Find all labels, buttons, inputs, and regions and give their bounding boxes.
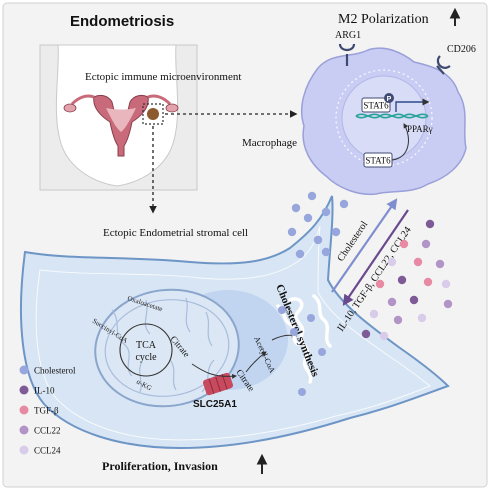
cholesterol-particle	[278, 306, 286, 314]
legend-swatch-ccl22	[19, 425, 29, 435]
phospho-icon	[384, 93, 394, 103]
slc25a1-label: SLC25A1	[193, 399, 237, 410]
stromal-cell-inner	[35, 225, 431, 441]
cytokine-molecules	[361, 219, 453, 341]
stromal-cell-label: Ectopic Endometrial stromal cell	[103, 227, 248, 239]
cd206-receptor-icon	[436, 55, 451, 75]
slc25a1-transporter-icon	[202, 372, 234, 396]
legend-swatch-tgfb	[19, 405, 29, 415]
cholesterol-particle	[307, 314, 315, 322]
legend-label-ccl24: CCL24	[34, 446, 61, 456]
mitochondrion	[94, 288, 240, 408]
diagram-title: Endometriosis	[70, 13, 174, 30]
tca-label-2: cycle	[135, 352, 157, 363]
legend-label-ccl22: CCL22	[34, 426, 61, 436]
macrophage-label: Macrophage	[242, 137, 297, 149]
cholesterol-particle	[290, 328, 298, 336]
ectopic-immune-label: Ectopic immune microenvironment	[85, 71, 241, 83]
uterus-icon	[63, 94, 179, 157]
stat6-nuclear-label: STAT6	[363, 101, 389, 111]
legend-swatch-cholesterol	[19, 365, 29, 375]
tca-cycle-ring	[119, 323, 173, 377]
tca-label-1: TCA	[136, 340, 157, 351]
stat6-translocation-arrow	[391, 123, 409, 161]
arg1-receptor-icon	[338, 43, 356, 66]
legend-swatch-il10	[19, 385, 29, 395]
transcription-arrow-icon	[395, 98, 430, 112]
legend-label-cholesterol: Cholesterol	[34, 366, 76, 376]
cytokine-arrow	[342, 209, 409, 306]
phospho-label: P	[387, 96, 392, 103]
m2-polarization-label: M2 Polarization	[338, 12, 429, 27]
legend-swatch-ccl24	[19, 445, 29, 455]
arg1-label: ARG1	[335, 30, 361, 41]
pparg-label: PPARγ	[407, 124, 433, 134]
cholesterol-arrow	[331, 198, 398, 293]
citrate-export-arrow	[191, 363, 237, 379]
legend-label-tgfb: TGF-β	[34, 406, 59, 416]
stat6-nuclear-box	[361, 97, 391, 113]
stat6-cyto-label: STAT6	[365, 156, 391, 166]
cholesterol-molecules	[287, 191, 349, 259]
legend: Cholesterol IL-10 TGF-β CCL22 CCL24	[19, 365, 76, 456]
cd206-label: CD206	[447, 44, 476, 55]
lesion-icon	[147, 108, 159, 120]
cholesterol-particle	[298, 388, 306, 396]
cholesterol-particle	[318, 348, 326, 356]
lesion-highlight-box	[142, 103, 164, 125]
legend-label-il10: IL-10	[34, 386, 55, 396]
citrate-to-acetyl-arrow	[245, 351, 267, 373]
proliferation-label: Proliferation, Invasion	[102, 459, 218, 473]
